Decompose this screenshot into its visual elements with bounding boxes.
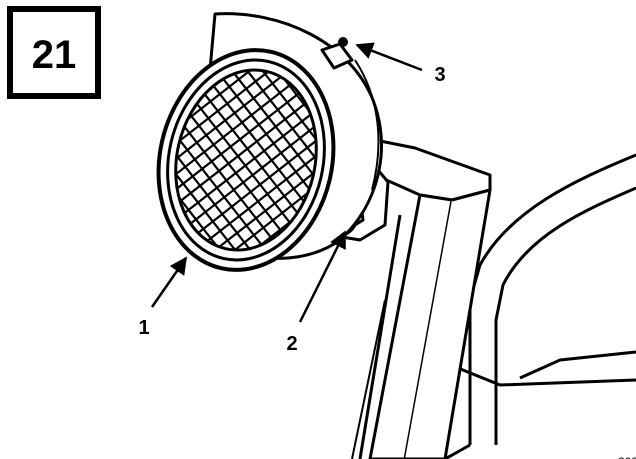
figure-number-box: 21: [7, 6, 101, 99]
callout-2: 2: [286, 230, 347, 355]
callout-3: 3: [355, 42, 446, 86]
mounting-frame: [444, 153, 636, 459]
switch-knob: [320, 37, 354, 70]
reference-code: 203: [618, 455, 636, 459]
callout-1-label: 1: [138, 317, 149, 339]
callout-1: 1: [138, 256, 188, 339]
callout-3-label: 3: [434, 64, 445, 86]
callout-2-label: 2: [286, 333, 297, 355]
figure-number: 21: [32, 33, 77, 77]
light-bracket: [351, 138, 492, 459]
